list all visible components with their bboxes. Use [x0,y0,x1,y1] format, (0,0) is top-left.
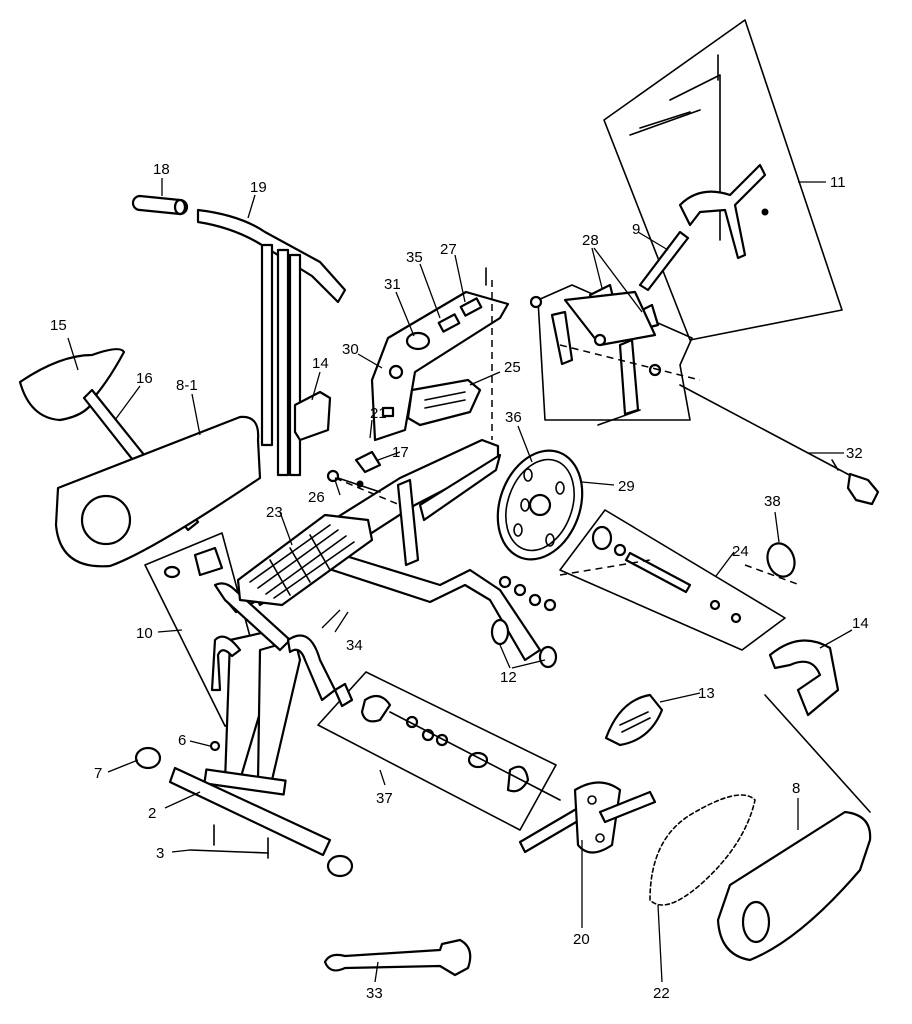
callout-label: 9 [632,221,640,238]
callout-label: 8 [792,780,800,797]
callout-label: 27 [440,241,457,258]
clip-17 [354,450,382,474]
callout-label: 36 [505,409,522,426]
callout-label: 3 [156,845,164,862]
callout-label: 19 [250,179,267,196]
callout-label: 37 [376,790,393,807]
assembly-box-11 [603,19,843,341]
callout-label: 10 [136,625,153,642]
callout-label: 33 [366,985,383,1002]
chain-guard-8 [716,810,872,962]
flywheel-29 [496,449,584,561]
leader-lines [67,178,853,983]
callout-label: 15 [50,317,67,334]
bracket-14-right [768,639,840,717]
crank-parts-37 [333,682,561,801]
callout-label: 11 [830,174,846,191]
callout-label: 14 [312,355,329,372]
handlebar-19 [196,208,347,477]
block-28 [563,283,660,347]
roller-12 [490,575,558,669]
callout-label: 32 [846,445,863,462]
callout-label: 28 [582,232,599,249]
callout-label: 34 [346,637,363,654]
plate-25 [406,378,482,427]
screws-3 [189,824,269,859]
callout-label: 35 [406,249,423,266]
assembly-line-14-8 [764,694,871,813]
tension-knob-32 [679,384,880,506]
callout-label: 8-1 [176,377,198,394]
callout-labels: 18 19 15 16 8-1 14 35 27 31 30 25 21 17 … [50,161,869,1002]
callout-label: 2 [148,805,156,822]
assembly-box-sprocket [537,284,693,421]
assembly-box-24 [559,509,786,651]
step-plate-23 [236,513,374,607]
crank-20 [518,781,657,854]
callout-label: 20 [573,931,590,948]
callout-label: 30 [342,341,359,358]
stabilizer-tube-2 [134,740,354,878]
callout-label: 26 [308,489,325,506]
axle-assembly-24 [559,525,742,624]
callout-label: 23 [266,504,283,521]
bracket-brake-left [529,295,701,426]
callout-label: 31 [384,276,401,293]
bracket-14-upper [293,390,332,442]
callout-label: 18 [153,161,170,178]
callout-label: 7 [94,765,102,782]
callout-label: 17 [392,444,409,461]
console-30 [370,267,510,442]
callout-label: 6 [178,732,186,749]
callout-label: 16 [136,370,153,387]
pedal-13 [604,693,664,747]
callout-label: 29 [618,478,635,495]
callout-label: 24 [732,543,749,560]
callout-label: 22 [653,985,670,1002]
callout-label: 25 [504,359,521,376]
callout-label: 14 [852,615,869,632]
callout-label: 21 [370,405,387,422]
seat-15 [18,348,126,422]
assembly-box-37 [317,671,557,831]
chain-22 [649,794,756,906]
callout-label: 13 [698,685,715,702]
disc-38 [744,542,801,586]
bolt-26 [326,469,381,493]
pedal-spindle-33 [323,938,472,977]
callout-label: 12 [500,669,517,686]
callout-label: 38 [764,493,781,510]
handlebar-grip-18 [131,194,189,216]
chain-guard-8-1 [54,415,262,568]
pedal-arm-assembly-10 [163,546,242,692]
brake-assembly-11 [629,54,769,292]
